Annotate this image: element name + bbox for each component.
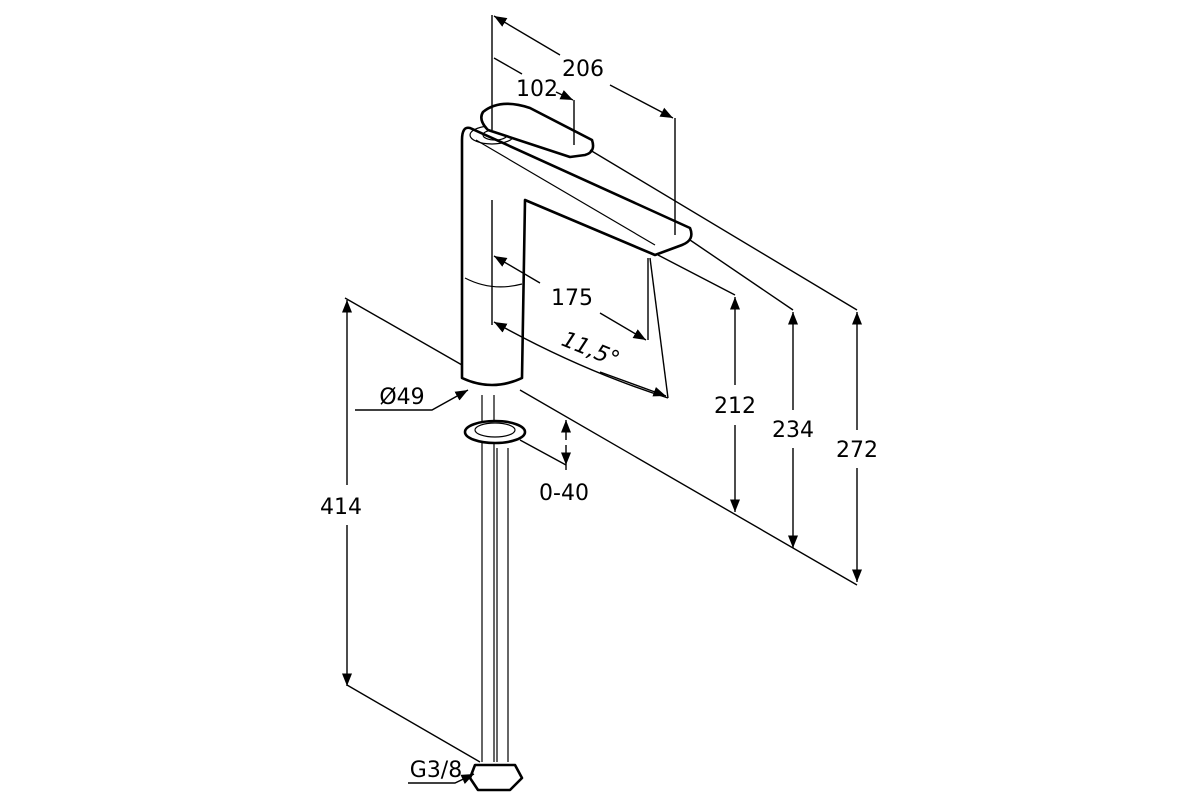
dimension-label: 272 [836, 438, 878, 463]
dimension-label: 102 [516, 77, 558, 102]
dimension-label: 414 [320, 495, 362, 520]
dimension-102: 102 [493, 57, 575, 145]
dimension-175: 175 [491, 200, 649, 341]
dimension-414: 414 [320, 300, 481, 763]
dimension-label: 11,5° [558, 327, 623, 373]
dimension-thread: G3/8 [408, 758, 475, 784]
dimension-label: G3/8 [410, 758, 462, 783]
dimension-label: 206 [562, 57, 604, 82]
dimension-272: 272 [836, 312, 878, 582]
dimension-counter-thickness: 0-40 [519, 420, 589, 506]
dimension-label: 0-40 [539, 481, 589, 506]
extension-lines [344, 149, 858, 586]
dimension-label: Ø49 [379, 385, 424, 410]
supply-hoses [463, 395, 527, 792]
dimension-diameter: Ø49 [355, 385, 469, 411]
dimension-234: 234 [772, 312, 814, 548]
dimension-label: 212 [714, 394, 756, 419]
dimension-label: 175 [551, 286, 593, 311]
dimension-label: 234 [772, 418, 814, 443]
dimension-212: 212 [714, 297, 756, 512]
dimension-206: 206 [491, 15, 676, 235]
